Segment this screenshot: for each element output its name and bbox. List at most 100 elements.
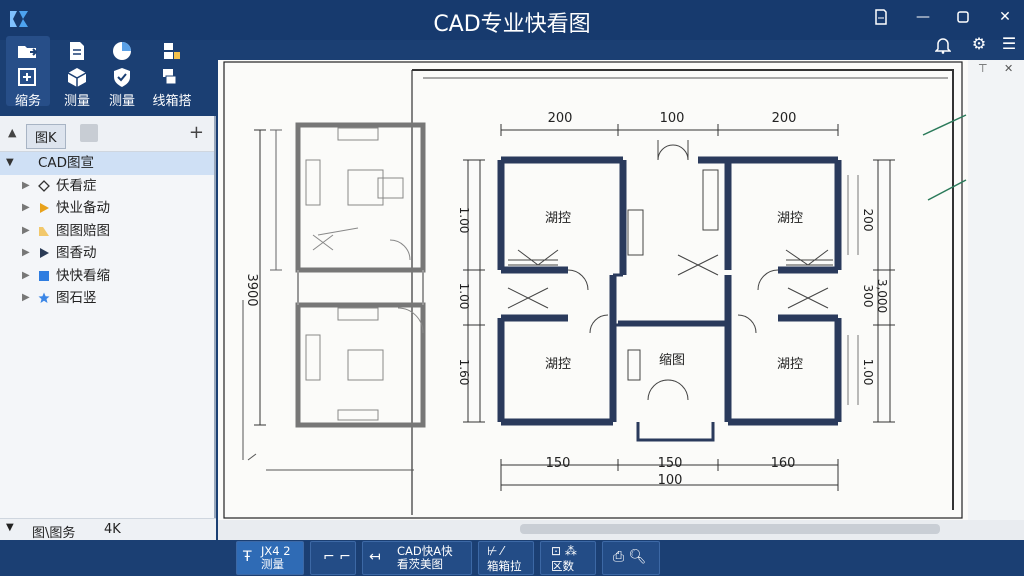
bottom-dim-label: 150: [658, 456, 683, 471]
bell-icon[interactable]: [930, 34, 956, 56]
tree-item[interactable]: ▶ 快业备动: [0, 197, 214, 220]
tree-item-label: 仸看症: [56, 177, 97, 194]
expand-icon[interactable]: ▶: [22, 179, 30, 191]
room-label: 湖控: [777, 357, 803, 372]
tree-item[interactable]: ▶ 仸看症: [0, 175, 214, 198]
left-plan: [295, 122, 426, 428]
search-button[interactable]: ⎙ 🔍︎: [602, 541, 660, 575]
horizontal-scrollbar[interactable]: [218, 520, 1024, 540]
measure-button-line1: JX4 2: [261, 544, 291, 558]
view-button-label: 区数: [551, 559, 574, 573]
tree-item[interactable]: ▶ 图香动: [0, 242, 214, 265]
tools-icon: ⊬ ⁄: [487, 544, 504, 558]
tree-item-label: 快业备动: [56, 200, 110, 216]
footer-size: 4K: [104, 522, 121, 537]
collapse-icon[interactable]: ▼: [6, 522, 14, 533]
tree-root[interactable]: ▼ CAD图宣: [0, 152, 214, 175]
cad-view-line2: 看茨美图: [397, 557, 443, 571]
play-dark-icon: [40, 248, 49, 258]
left-dim-label: 1.60: [457, 359, 471, 386]
cad-view-button[interactable]: ↤ CAD快A快看茨美图: [362, 541, 472, 575]
expand-icon[interactable]: ▶: [22, 292, 30, 303]
bottom-dim-label: 150: [546, 456, 571, 471]
close-icon[interactable]: ✕: [999, 9, 1011, 25]
top-dim-label: 200: [772, 111, 797, 126]
cad-view-line1: CAD快A快: [397, 544, 453, 558]
tree-item[interactable]: ▶ 图石竖: [0, 287, 214, 310]
left-panel: ▲ 图K + ▼ CAD图宣 ▶ 仸看症 ▶ 快业备动 ▶ 图图赔图 ▶ 图香动…: [0, 116, 216, 541]
bottom-total-label: 100: [658, 473, 683, 488]
star-icon: [38, 292, 50, 303]
bottom-dim-label: 160: [771, 456, 796, 471]
footer-tab[interactable]: 图\图务: [32, 526, 76, 541]
back-arrow-icon: ↤: [369, 549, 381, 565]
tools-button-label: 箱箱拉: [487, 559, 522, 573]
tools-button[interactable]: ⊬ ⁄ 箱箱拉: [478, 541, 534, 575]
text-icon: Ŧ: [243, 549, 252, 565]
maximize-icon[interactable]: [950, 6, 976, 28]
minimize-icon[interactable]: —: [916, 9, 930, 25]
tree-item-label: 图香动: [56, 245, 97, 261]
ribbon-layers-button[interactable]: 线箱搭: [146, 36, 198, 109]
close-icon[interactable]: ✕: [1004, 62, 1014, 75]
expand-icon[interactable]: ▶: [22, 247, 30, 258]
expand-icon[interactable]: ▶: [22, 202, 30, 213]
add-icon[interactable]: +: [188, 122, 204, 143]
pie-icon: [113, 42, 131, 60]
ribbon-measure-label: 测量: [63, 94, 90, 109]
top-dim-label: 200: [548, 111, 573, 126]
ribbon-measure2-button[interactable]: 测量: [100, 36, 144, 109]
collapse-icon[interactable]: ▲: [8, 126, 17, 139]
print-icon[interactable]: [80, 124, 98, 142]
app-title: CAD专业快看图: [433, 12, 591, 37]
right-dim-label: 200: [861, 209, 875, 232]
room-label: 湖控: [545, 357, 571, 372]
drawing-canvas[interactable]: 3900: [218, 60, 968, 520]
lines-icon: ⌐ ⌐: [323, 549, 351, 565]
bookmark-icon[interactable]: [868, 6, 894, 28]
expand-icon[interactable]: ▶: [22, 269, 30, 281]
measure-button-line2: 测量: [261, 557, 284, 571]
tree-item-label: 图石竖: [56, 290, 97, 306]
ribbon-layers-label: 线箱搭: [152, 94, 192, 109]
expand-icon[interactable]: ▶: [22, 224, 30, 236]
gear-icon[interactable]: ⚙: [971, 34, 987, 53]
folder-icon: [39, 226, 49, 236]
tree-item-label: 快快看缩: [56, 267, 110, 284]
ribbon-zoom-button[interactable]: 缩务: [6, 36, 50, 109]
expand-icon[interactable]: ▼: [6, 157, 14, 168]
pin-icon[interactable]: ⊤: [978, 62, 988, 75]
search-icon: ⎙ 🔍︎: [613, 549, 647, 565]
document-icon: [70, 42, 84, 60]
title-bar: CAD专业快看图 — ✕: [0, 0, 1024, 40]
ribbon-zoom-label: 缩务: [14, 94, 41, 109]
floor-plan-drawing: 3900: [223, 61, 967, 519]
outline-icon: [38, 179, 50, 192]
room-label: 湖控: [777, 211, 803, 226]
ribbon-toolbar: 缩务 测量 测量 线箱搭: [0, 36, 220, 114]
tree-item[interactable]: ▶ 快快看缩: [0, 265, 214, 288]
vertical-scrollbar[interactable]: ⊤ ✕: [968, 60, 1024, 520]
left-panel-footer: ▼ 图\图务 4K: [0, 518, 216, 541]
tab-layers[interactable]: 图K: [26, 124, 66, 149]
layers-icon: [163, 69, 177, 85]
layers-dropdown-icon: [164, 43, 180, 59]
view-button[interactable]: ⊡ ⁂ 区数: [540, 541, 596, 575]
menu-icon[interactable]: ☰: [1001, 34, 1017, 53]
main-plan: [463, 124, 895, 491]
right-dim-label: 300: [861, 285, 875, 308]
left-dim-label: 1.00: [457, 207, 471, 234]
tree-root-label: CAD图宣: [38, 155, 95, 171]
ribbon-measure-button[interactable]: 测量: [55, 36, 99, 109]
left-dim-label: 1.00: [457, 283, 471, 310]
tree-item-label: 图图赔图: [56, 222, 110, 239]
scroll-thumb[interactable]: [520, 524, 940, 534]
zoom-icon: [18, 68, 36, 86]
right-dim-label: 1.00: [861, 359, 875, 386]
lines-button[interactable]: ⌐ ⌐: [310, 541, 356, 575]
tree-item[interactable]: ▶ 图图赔图: [0, 220, 214, 243]
left-plan-dimension: [242, 129, 414, 471]
left-plan-height-label: 3900: [244, 273, 259, 306]
